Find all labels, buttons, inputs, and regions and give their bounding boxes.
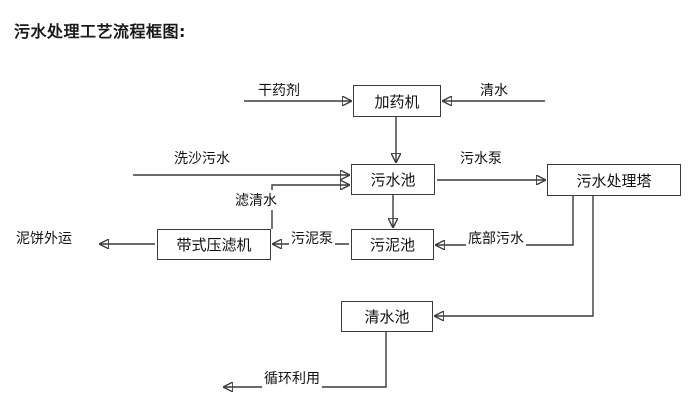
edge-label-wastewater-pump: 污水泵 — [458, 148, 504, 168]
node-label: 清水池 — [364, 308, 410, 326]
node-label: 污水处理塔 — [576, 171, 652, 190]
edge-label-bottom-sewage: 底部污水 — [466, 228, 526, 248]
terminal-label-mud-cake-transport: 泥饼外运 — [16, 231, 72, 247]
wire-filtered-water-to-wastewater-pool — [271, 185, 349, 229]
node-sludge-pool[interactable]: 污泥池 — [351, 229, 434, 260]
node-label: 带式压滤机 — [176, 236, 252, 254]
node-label: 加药机 — [374, 92, 420, 111]
node-dosing-machine[interactable]: 加药机 — [353, 85, 441, 117]
edge-label-sludge-pump: 污泥泵 — [289, 228, 335, 248]
page-title: 污水处理工艺流程框图: — [14, 22, 186, 41]
node-clean-water-pool[interactable]: 清水池 — [341, 301, 433, 332]
wire-tower-to-clean-water-pool — [435, 196, 594, 316]
edge-label-dry-chemical: 干药剂 — [256, 80, 302, 100]
node-label: 污泥池 — [369, 236, 415, 254]
edge-label-recycle-reuse: 循环利用 — [262, 368, 322, 388]
node-label: 污水池 — [370, 171, 416, 189]
edge-label-sand-wash-wastewater: 洗沙污水 — [172, 148, 232, 168]
node-wastewater-pool[interactable]: 污水池 — [351, 164, 435, 195]
node-belt-filter-press[interactable]: 带式压滤机 — [157, 229, 271, 260]
edge-label-filtered-clear-water: 滤清水 — [233, 190, 279, 210]
node-wastewater-treatment-tower[interactable]: 污水处理塔 — [547, 164, 681, 196]
edge-label-clean-water-input: 清水 — [478, 80, 510, 100]
